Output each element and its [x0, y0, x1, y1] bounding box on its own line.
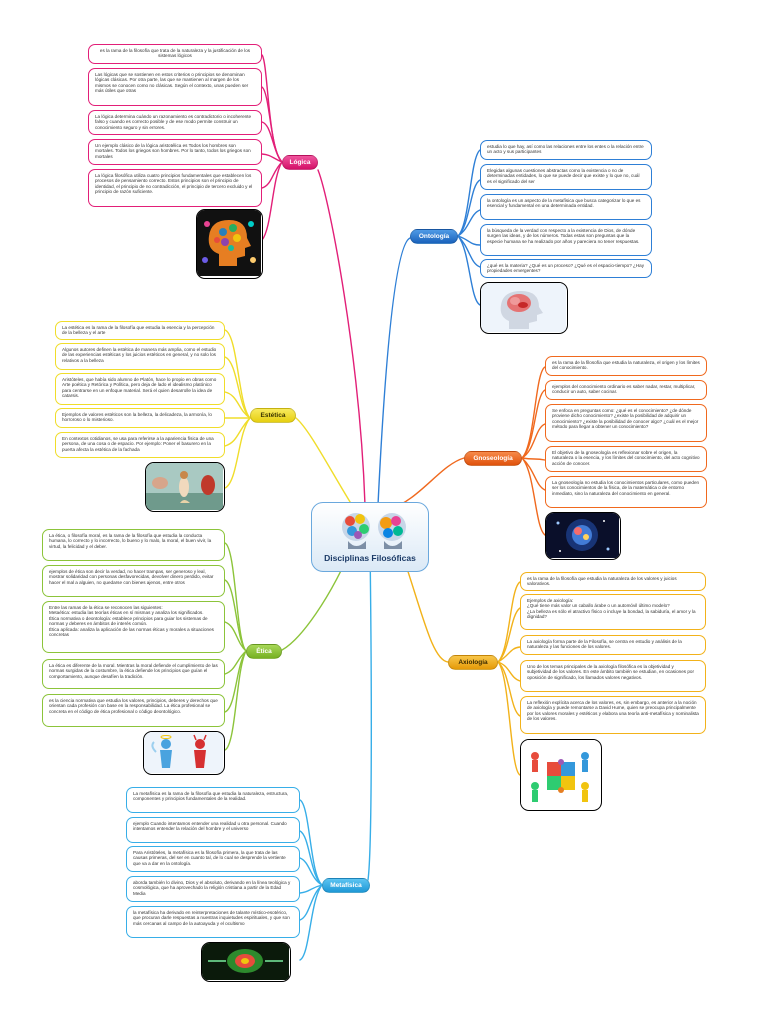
glowing-brain-icon [545, 512, 621, 560]
colorful-head-icon [196, 209, 263, 279]
metafisica-note-4[interactable]: aborda también lo divino, Dios y el abso… [126, 876, 300, 902]
topic-ontologia[interactable]: Ontología [410, 229, 458, 244]
angel-devil-icon [143, 731, 225, 775]
logica-note-4[interactable]: Un ejemplo clásico de la lógica aristoté… [88, 139, 262, 165]
central-title: Disciplinas Filosóficas [324, 553, 416, 563]
etica-note-4[interactable]: La ética es diferente de la moral. Mient… [42, 659, 225, 689]
axiologia-note-5[interactable]: La reflexión explícita acerca de los val… [520, 696, 706, 734]
ontologia-note-2[interactable]: Elegidas algunas cuestiones abstractas c… [480, 164, 652, 190]
etica-note-2[interactable]: ejemplos de ética son decir la verdad, n… [42, 565, 225, 597]
estetica-note-5[interactable]: En contextos cotidianos, se usa para ref… [55, 432, 225, 458]
metafisica-note-1[interactable]: La metafísica es la rama de la filosofía… [126, 787, 300, 813]
logica-note-1[interactable]: es la rama de la filosofía que trata de … [88, 44, 262, 64]
axiologia-note-2[interactable]: Ejemplos de axiología: ¿Qué tiene más va… [520, 594, 706, 630]
puzzle-people-icon [520, 739, 602, 811]
topic-gnoseologia[interactable]: Gnoseología [464, 451, 522, 466]
ontologia-note-3[interactable]: la ontología es un aspecto de la metafís… [480, 194, 652, 220]
gnoseologia-note-5[interactable]: La gnoseología no estudia los conocimien… [545, 476, 707, 508]
central-topic[interactable]: Disciplinas Filosóficas [311, 502, 429, 572]
ontologia-note-1[interactable]: estudia lo que hay, así como las relacio… [480, 140, 652, 160]
etica-note-1[interactable]: La ética, o filosofía moral, es la rama … [42, 529, 225, 561]
topic-etica[interactable]: Ética [246, 644, 282, 659]
logica-note-3[interactable]: La lógica determina cuándo un razonamien… [88, 110, 262, 135]
ontologia-note-4[interactable]: la búsqueda de la verdad con respecto a … [480, 224, 652, 256]
brain-in-head-icon [480, 282, 568, 334]
metafisica-note-3[interactable]: Para Aristóteles, la metafísica es la fi… [126, 846, 300, 872]
metafisica-note-2[interactable]: ejemplo Cuando intentamos entender una r… [126, 817, 300, 843]
logica-note-2[interactable]: Las lógicas que se sostienen en estos cr… [88, 68, 262, 106]
etica-note-5[interactable]: es la ciencia normativa que estudia los … [42, 694, 225, 727]
estetica-note-2[interactable]: Algunos autores definen la estética de m… [55, 343, 225, 370]
two-colorful-brains-icon [342, 513, 406, 549]
gnoseologia-note-1[interactable]: es la rama de la filosofía que estudia l… [545, 356, 707, 376]
topic-metafisica[interactable]: Metafísica [322, 878, 370, 893]
axiologia-note-3[interactable]: La axiología forma parte de la Filosofía… [520, 635, 706, 655]
gnoseologia-note-2[interactable]: ejemplos del conocimiento ordinario es s… [545, 380, 707, 400]
metafisica-note-5[interactable]: la metafísica ha derivado en reinterpret… [126, 906, 300, 938]
gnoseologia-note-4[interactable]: El objetivo de la gnoseología es reflexi… [545, 446, 707, 472]
estetica-note-3[interactable]: Aristóteles, que había sido alumno de Pl… [55, 373, 225, 405]
topic-logica[interactable]: Lógica [282, 155, 318, 170]
axiologia-note-1[interactable]: es la rama de la filosofía que estudia l… [520, 572, 706, 591]
topic-estetica[interactable]: Estética [250, 408, 296, 423]
ontologia-note-5[interactable]: ¿qué es la materia? ¿Qué es un proceso? … [480, 259, 652, 278]
gnoseologia-note-3[interactable]: Se enfoca en preguntas como: ¿qué es el … [545, 404, 707, 442]
estetica-note-4[interactable]: Ejemplos de valores estéticos son la bel… [55, 408, 225, 428]
neon-brain-icon [201, 942, 291, 982]
axiologia-note-4[interactable]: Uno de los temas principales de la axiol… [520, 660, 706, 692]
logica-note-5[interactable]: La lógica filosófica utiliza cuatro prin… [88, 169, 262, 207]
estetica-note-1[interactable]: La estética es la rama de la filosofía q… [55, 321, 225, 340]
renaissance-painting-icon [145, 462, 225, 512]
etica-note-3[interactable]: Entre las ramas de la ética se reconocen… [42, 601, 225, 653]
topic-axiologia[interactable]: Axiología [448, 655, 498, 670]
